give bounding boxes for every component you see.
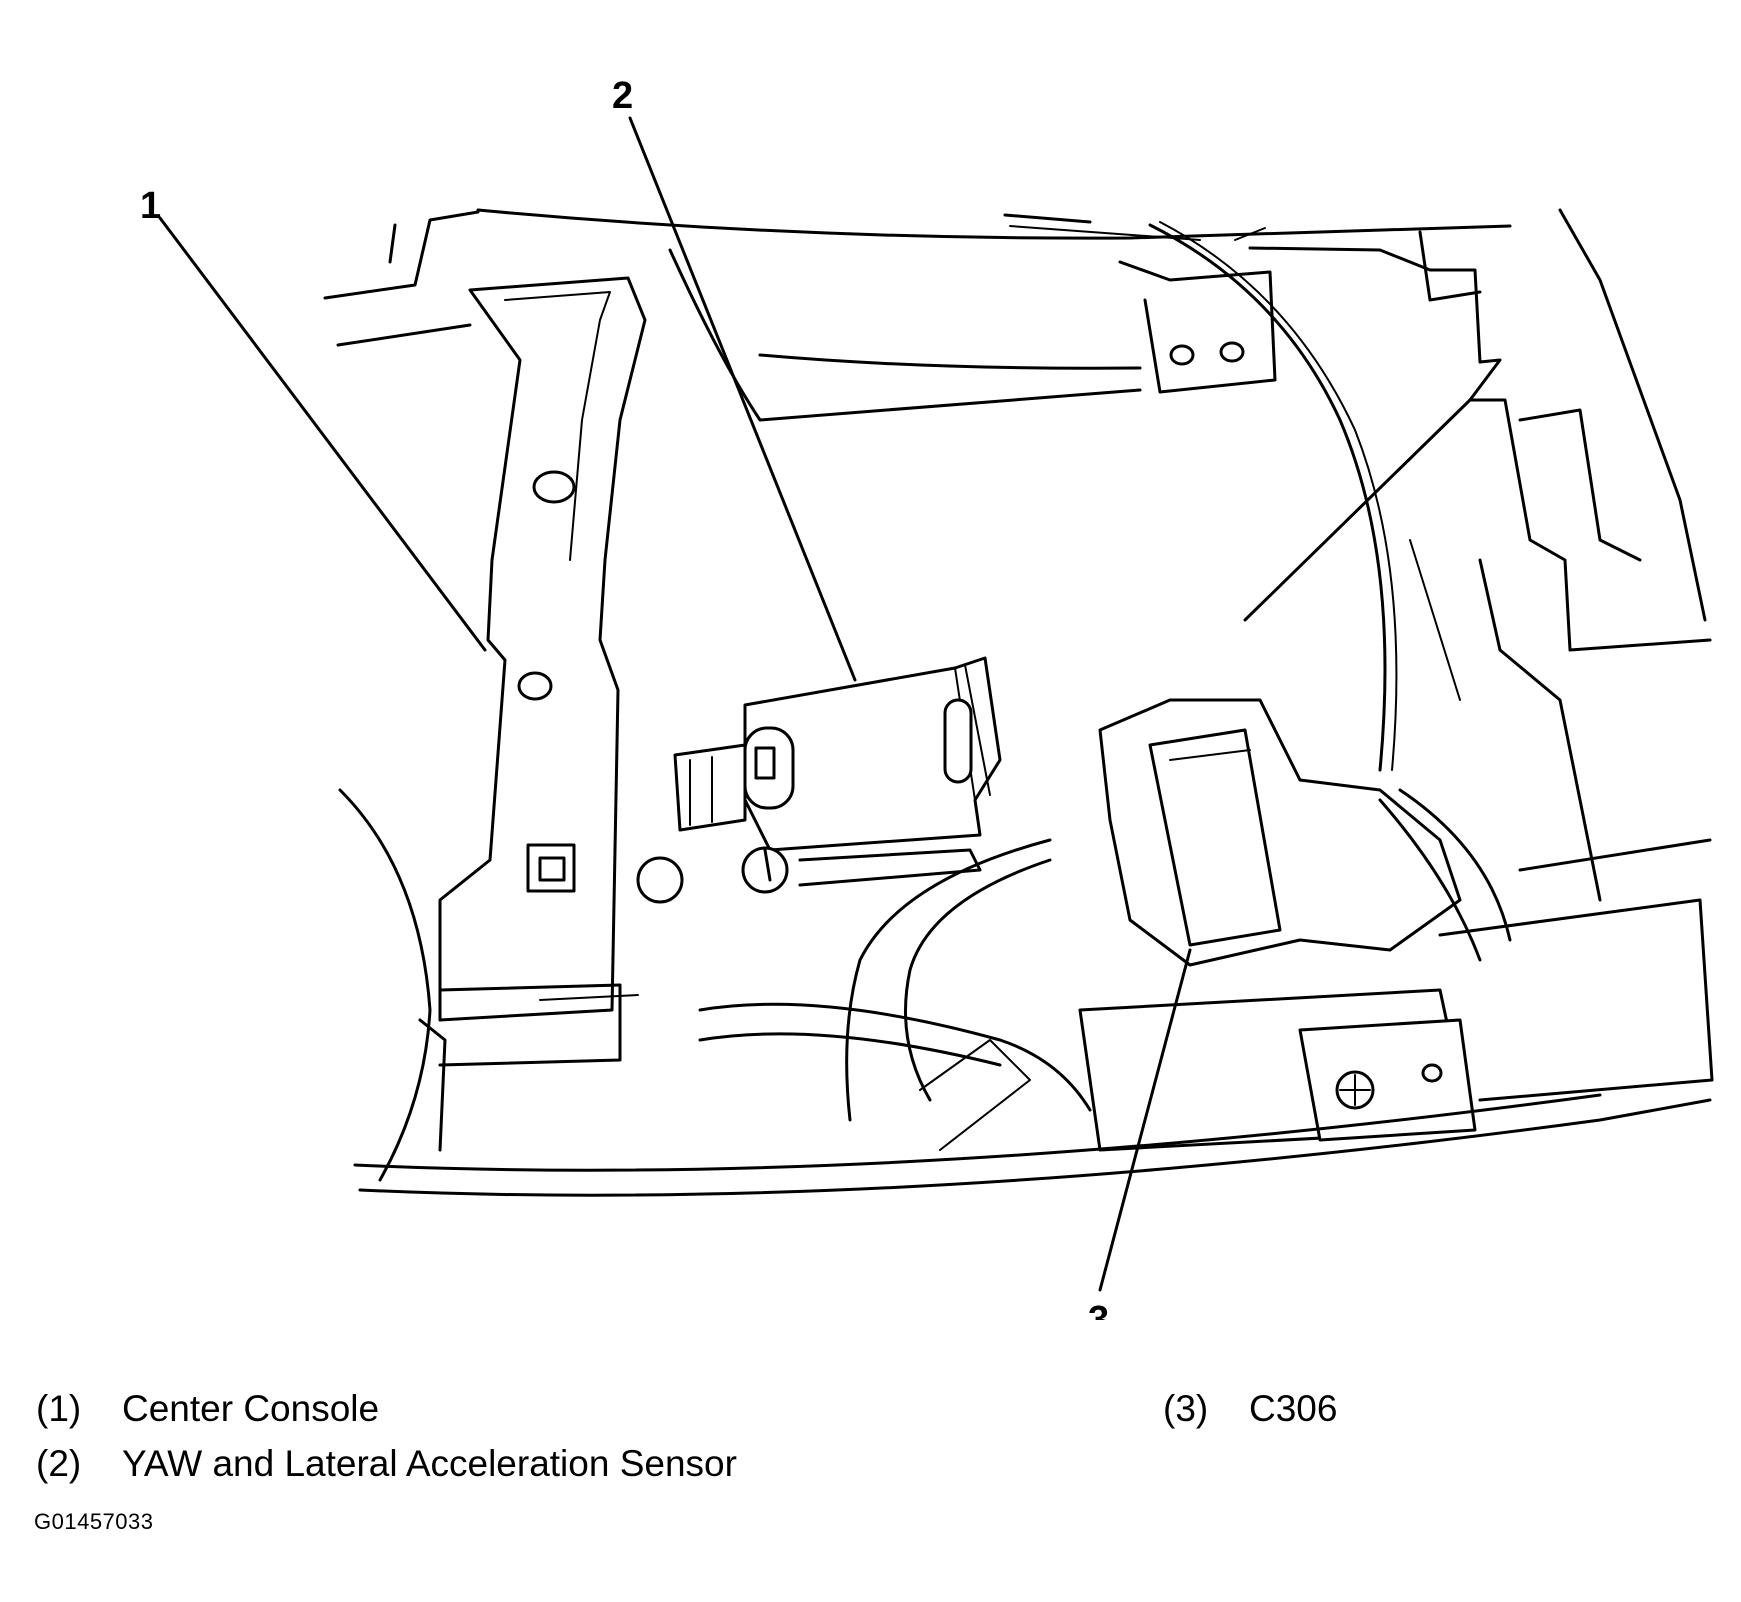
leader-line-3a [1098,948,1192,1292]
leader-line-2 [628,116,857,682]
figure-id: G01457033 [34,1509,154,1534]
leader-line-3b [1243,398,1472,622]
center-console [338,276,647,1182]
dash-bracket [668,227,1277,422]
legend-text: YAW and Lateral Acceleration Sensor [122,1443,737,1484]
legend-number: (3) [1163,1388,1209,1429]
bottom-trim [353,1093,1712,1197]
legend-item-1: (1) Center Console [36,1388,379,1430]
callout-2: 2 [612,75,633,117]
harness-c306 [698,221,1512,1151]
callout-3: 3 [1088,1299,1109,1320]
legend-number: (2) [36,1443,82,1484]
component-locator-diagram: 1 2 3 [140,75,1714,1320]
leader-line-1 [158,216,487,652]
legend-item-3: (3) C306 [1163,1388,1337,1430]
lower-bracket [1078,838,1714,1152]
leader-lines [158,116,1472,1292]
dashboard-outline [323,208,1512,347]
yaw-sensor [636,656,1002,904]
right-frame [1248,208,1712,902]
legend-text: C306 [1249,1388,1338,1429]
callout-1: 1 [140,185,161,227]
legend-item-2: (2) YAW and Lateral Acceleration Sensor [36,1443,737,1485]
legend-number: (1) [36,1388,82,1429]
legend-text: Center Console [122,1388,380,1429]
